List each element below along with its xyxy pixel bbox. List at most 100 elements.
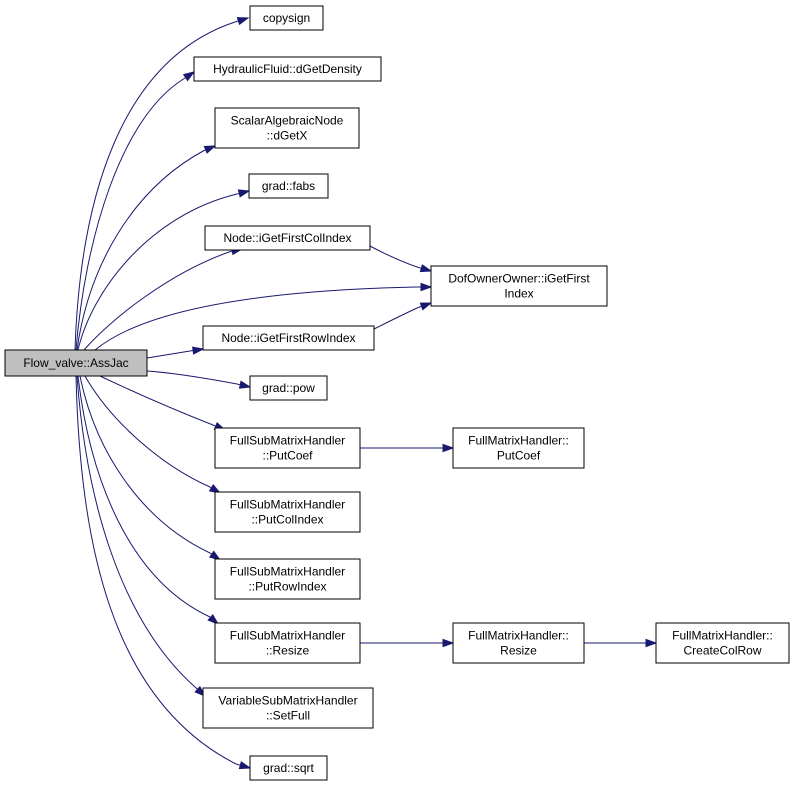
node-flow-valve-assjac[interactable]: Flow_valve::AssJac xyxy=(4,349,148,377)
node-box xyxy=(214,622,361,664)
node-fullsubmatrixhandler-putcoef[interactable]: FullSubMatrixHandler::PutCoef xyxy=(214,427,361,469)
node-box xyxy=(202,325,375,351)
node-box xyxy=(249,375,328,401)
node-scalaralgebraicnode-dgetx[interactable]: ScalarAlgebraicNode::dGetX xyxy=(214,107,360,149)
node-label: ::SetFull xyxy=(266,709,310,723)
edge-flow-valve-assjac-to-dofownerowner-igetfirstindex xyxy=(94,282,433,351)
edge-flow-valve-assjac-to-node-igetfirstrowindex xyxy=(146,346,205,359)
node-label: copysign xyxy=(263,11,310,25)
node-fullsubmatrixhandler-putcolindex[interactable]: FullSubMatrixHandler::PutColIndex xyxy=(214,491,361,533)
node-label: ::PutRowIndex xyxy=(248,580,326,594)
edge-line xyxy=(76,375,196,688)
node-variablesubmatrixhandler-setfull[interactable]: VariableSubMatrixHandler::SetFull xyxy=(202,687,374,729)
node-label: FullMatrixHandler:: xyxy=(468,629,569,643)
edge-flow-valve-assjac-to-fullsubmatrixhandler-putcolindex xyxy=(84,375,222,494)
arrowhead-icon xyxy=(419,264,433,273)
edge-flow-valve-assjac-to-fullsubmatrixhandler-putcoef xyxy=(99,375,227,431)
arrowhead-icon xyxy=(442,443,455,453)
node-box xyxy=(452,427,585,469)
edge-flow-valve-assjac-to-variablesubmatrixhandler-setfull xyxy=(76,375,207,698)
edge-line-tail xyxy=(209,486,212,489)
edge-flow-valve-assjac-to-fullsubmatrixhandler-putrowindex xyxy=(79,375,222,561)
node-box xyxy=(655,622,790,664)
edge-line-tail xyxy=(212,424,216,427)
node-box xyxy=(193,56,382,82)
edge-line-tail xyxy=(209,552,213,555)
node-label: FullSubMatrixHandler xyxy=(230,434,345,448)
node-label: ::PutCoef xyxy=(262,449,313,463)
edge-line xyxy=(369,245,418,268)
edge-line xyxy=(146,350,191,359)
node-label: FullMatrixHandler:: xyxy=(672,629,773,643)
node-label: Flow_valve::AssJac xyxy=(23,356,128,370)
edge-flow-valve-assjac-to-grad-fabs xyxy=(77,189,251,351)
edge-line xyxy=(99,375,214,426)
edge-node-igetfirstrowindex-to-dofownerowner-igetfirstindex xyxy=(373,302,433,330)
edge-flow-valve-assjac-to-hydraulicfluid-dgetdensity xyxy=(75,71,196,351)
nodes-layer: Flow_valve::AssJac copysignHydraulicFluid… xyxy=(4,5,790,781)
edge-line-tail xyxy=(234,20,239,23)
node-box xyxy=(214,427,361,469)
node-fullmatrixhandler-resize[interactable]: FullMatrixHandler::Resize xyxy=(452,622,585,664)
edge-line-tail xyxy=(416,305,422,309)
arrowhead-icon xyxy=(420,282,433,292)
node-label: Index xyxy=(504,287,533,301)
edge-line xyxy=(77,193,238,351)
node-box xyxy=(202,687,374,729)
node-grad-sqrt[interactable]: grad::sqrt xyxy=(249,755,328,781)
edge-line-tail xyxy=(236,383,241,386)
node-label: FullSubMatrixHandler xyxy=(230,565,345,579)
arrowhead-icon xyxy=(442,638,455,648)
node-label: DofOwnerOwner::iGetFirst xyxy=(448,272,590,286)
edge-flow-valve-assjac-to-copysign xyxy=(74,17,250,351)
edge-flow-valve-assjac-to-fullsubmatrixhandler-resize xyxy=(77,375,220,626)
arrowhead-icon xyxy=(182,71,196,82)
node-label: FullMatrixHandler:: xyxy=(468,434,569,448)
edge-line xyxy=(76,149,206,351)
node-fullmatrixhandler-putcoef[interactable]: FullMatrixHandler::PutCoef xyxy=(452,427,585,469)
edge-line xyxy=(84,375,211,488)
node-label: VariableSubMatrixHandler xyxy=(218,694,357,708)
edge-line xyxy=(75,79,183,351)
node-grad-fabs[interactable]: grad::fabs xyxy=(248,173,329,199)
node-label: ::Resize xyxy=(266,644,310,658)
node-fullmatrixhandler-createcolrow[interactable]: FullMatrixHandler::CreateColRow xyxy=(655,622,790,664)
node-box xyxy=(4,349,148,377)
node-box xyxy=(214,107,360,149)
node-copysign[interactable]: copysign xyxy=(249,5,324,31)
node-label: Node::iGetFirstColIndex xyxy=(223,231,351,245)
edge-line-tail xyxy=(181,77,186,81)
node-fullsubmatrixhandler-resize[interactable]: FullSubMatrixHandler::Resize xyxy=(214,622,361,664)
edge-line xyxy=(77,375,211,618)
edge-fullsubmatrixhandler-resize-to-fullmatrixhandler-resize xyxy=(360,638,455,648)
node-box xyxy=(249,755,328,781)
edge-line-tail xyxy=(194,686,198,690)
edge-node-igetfirstcolindex-to-dofownerowner-igetfirstindex xyxy=(369,245,433,273)
node-label: grad::fabs xyxy=(262,179,315,193)
node-node-igetfirstcolindex[interactable]: Node::iGetFirstColIndex xyxy=(204,225,371,251)
edge-line xyxy=(373,307,418,330)
edge-line-tail xyxy=(235,763,241,766)
node-grad-pow[interactable]: grad::pow xyxy=(249,375,328,401)
edge-line xyxy=(79,375,211,554)
node-node-igetfirstrowindex[interactable]: Node::iGetFirstRowIndex xyxy=(202,325,375,351)
node-box xyxy=(249,5,324,31)
node-label: ::dGetX xyxy=(267,129,308,143)
edge-line-tail xyxy=(236,192,240,195)
node-fullsubmatrixhandler-putrowindex[interactable]: FullSubMatrixHandler::PutRowIndex xyxy=(214,558,361,600)
arrowhead-icon xyxy=(645,638,658,648)
edge-line xyxy=(83,250,233,351)
node-hydraulicfluid-dgetdensity[interactable]: HydraulicFluid::dGetDensity xyxy=(193,56,382,82)
node-label: Node::iGetFirstRowIndex xyxy=(221,331,355,345)
arrowhead-icon xyxy=(238,380,252,389)
node-box xyxy=(248,173,329,199)
edge-flow-valve-assjac-to-grad-pow xyxy=(146,370,252,389)
node-box xyxy=(430,265,608,307)
node-label: grad::pow xyxy=(262,381,315,395)
edge-fullmatrixhandler-resize-to-fullmatrixhandler-createcolrow xyxy=(584,638,658,648)
edges-layer xyxy=(74,17,658,770)
node-label: FullSubMatrixHandler xyxy=(230,629,345,643)
node-label: grad::sqrt xyxy=(263,761,314,775)
